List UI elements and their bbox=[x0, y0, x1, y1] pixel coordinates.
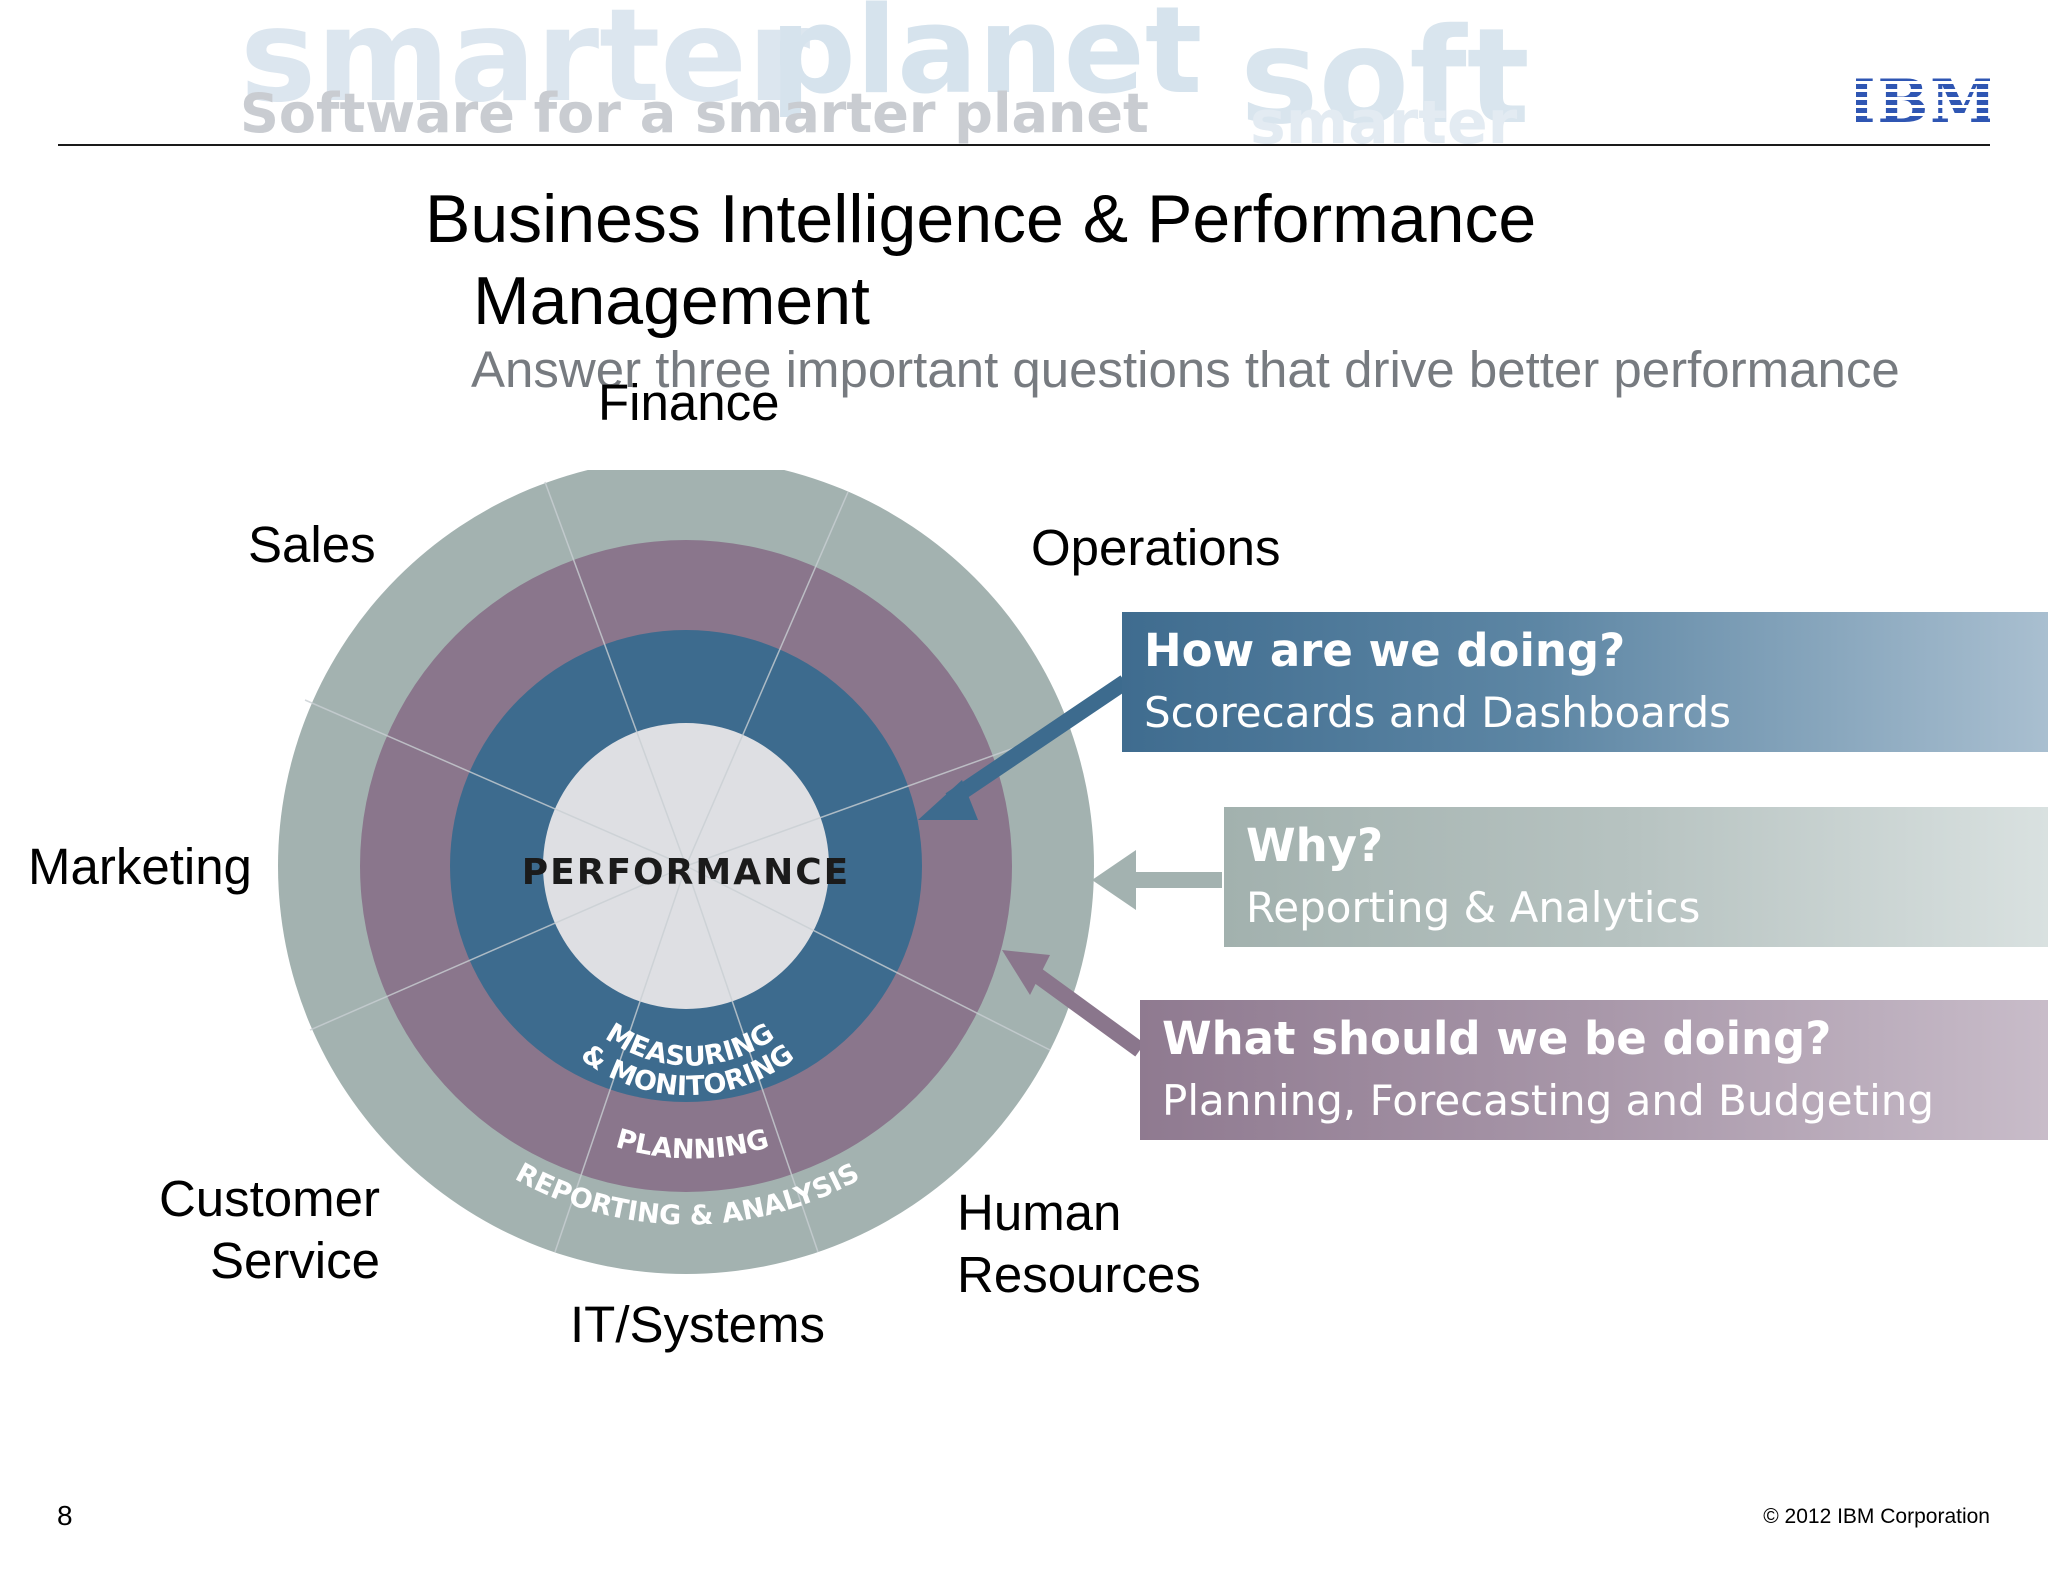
callout-question: Why? bbox=[1246, 819, 1384, 872]
callout-question: How are we doing? bbox=[1144, 624, 1626, 677]
dept-human-resources: Human Resources bbox=[957, 1182, 1201, 1306]
watermark-word: soft bbox=[1240, 0, 1530, 145]
callout-answer: Scorecards and Dashboards bbox=[1144, 688, 1731, 737]
header-rule bbox=[58, 144, 1990, 146]
watermark-word: planet bbox=[770, 0, 1203, 121]
page-number: 8 bbox=[57, 1500, 73, 1531]
callout-what-should-we-be-doing: What should we be doing? Planning, Forec… bbox=[1140, 1000, 2048, 1140]
dept-it-systems: IT/Systems bbox=[570, 1296, 826, 1353]
callout-why: Why? Reporting & Analytics bbox=[1224, 807, 2048, 947]
dept-marketing: Marketing bbox=[28, 838, 252, 895]
title-line-1: Business Intelligence & Performance bbox=[425, 181, 1537, 257]
ibm-logo: IBM bbox=[1856, 72, 1990, 128]
title-line-2: Management bbox=[473, 263, 870, 339]
dept-human-resources-line1: Human bbox=[957, 1184, 1122, 1241]
arrow-what-should bbox=[1002, 950, 1145, 1057]
callout-answer: Planning, Forecasting and Budgeting bbox=[1162, 1076, 1935, 1125]
callout-arrows bbox=[918, 675, 1222, 1057]
arrow-why bbox=[1092, 850, 1222, 910]
slide-subtitle: Answer three important questions that dr… bbox=[471, 341, 1900, 398]
watermark-word: smarter bbox=[240, 0, 811, 131]
copyright: © 2012 IBM Corporation bbox=[1763, 1505, 1990, 1528]
header-banner: smarter planet soft smarter Software for… bbox=[0, 0, 2048, 145]
dept-sales: Sales bbox=[248, 516, 376, 573]
callout-how-are-we-doing: How are we doing? Scorecards and Dashboa… bbox=[1122, 612, 2048, 752]
callout-answer: Reporting & Analytics bbox=[1246, 883, 1701, 932]
watermark-word: smarter bbox=[1250, 88, 1518, 145]
performance-label: PERFORMANCE bbox=[522, 852, 850, 893]
dept-operations: Operations bbox=[1031, 519, 1281, 576]
slide-title: Business Intelligence & Performance Mana… bbox=[425, 178, 1825, 342]
callout-question: What should we be doing? bbox=[1162, 1012, 1832, 1065]
dept-customer-service: Customer Service bbox=[100, 1168, 380, 1292]
dept-customer-service-line2: Service bbox=[209, 1232, 380, 1289]
performance-wheel: PERFORMANCE MEASURING & MONITORING PLANN… bbox=[278, 470, 1094, 1274]
arrow-how-doing bbox=[918, 675, 1130, 820]
dept-customer-service-line1: Customer bbox=[158, 1170, 380, 1227]
watermark-tagline: Software for a smarter planet bbox=[240, 82, 1149, 145]
dept-finance: Finance bbox=[598, 374, 780, 431]
dept-human-resources-line2: Resources bbox=[957, 1246, 1201, 1303]
wheel-dividers bbox=[304, 481, 1065, 1253]
